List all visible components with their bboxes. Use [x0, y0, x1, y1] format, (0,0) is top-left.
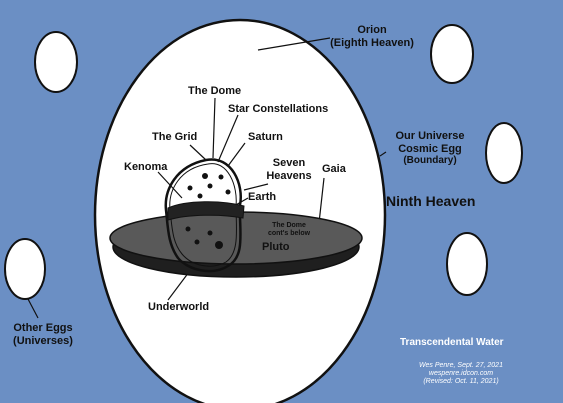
saturn-pointer [227, 142, 246, 167]
earth-band [167, 201, 245, 221]
other-egg-icon-top-right [430, 24, 474, 84]
credit-author-date: Wes Penre, Sept. 27, 2021 [419, 362, 503, 369]
orion-pointer [257, 37, 331, 51]
other-eggs-pointer [27, 298, 39, 319]
kenoma-label: Kenoma [124, 161, 168, 173]
constellations-pointer [217, 114, 239, 163]
dome-cont-line-1: The Dome [272, 222, 306, 229]
planet-icon [194, 239, 200, 245]
our-universe-label: Our Universe Cosmic Egg (Boundary) [380, 130, 480, 167]
other-egg-icon-bottom-right [446, 232, 488, 296]
cosmic-egg-title: Cosmic Egg [398, 142, 462, 155]
dome-cont-line-2: cont's below [267, 230, 311, 238]
star-dot-icon [197, 193, 203, 199]
the-grid-label: The Grid [152, 131, 198, 143]
star-dot-icon [187, 185, 193, 191]
earth-label: Earth [248, 191, 277, 203]
star-dot-icon [225, 189, 231, 195]
transcendental-water-label: Transcendental Water [400, 337, 504, 348]
star-dot-icon [218, 174, 224, 180]
cosmic-egg-pointer [379, 151, 387, 157]
planet-icon [185, 226, 191, 232]
eighth-heaven-title: (Eighth Heaven) [330, 36, 414, 49]
orion-title: Orion [357, 24, 387, 36]
planet-icon [207, 230, 213, 236]
ninth-heaven-label: Ninth Heaven [386, 193, 476, 209]
saturn-label: Saturn [248, 131, 283, 143]
orion-label: Orion (Eighth Heaven) [328, 24, 416, 49]
heavens-title: Heavens [266, 169, 312, 182]
gaia-label: Gaia [322, 163, 346, 175]
pluto-planet-icon [215, 241, 223, 249]
dome-grid-sphere [164, 158, 242, 273]
other-egg-icon-bottom-left [4, 238, 46, 300]
star-constellations-label: Star Constellations [228, 103, 329, 115]
grid-boundary-inner [169, 163, 238, 267]
credits-block: Wes Penre, Sept. 27, 2021 wespenre.idcon… [396, 362, 526, 386]
star-dot-icon [202, 173, 208, 179]
our-universe-title: Our Universe [395, 130, 465, 142]
other-egg-icon-top-left [34, 31, 78, 93]
seven-title: Seven [272, 157, 306, 169]
seven-heavens-pointer [243, 183, 269, 191]
credit-revised: (Revised: Oct. 11, 2021) [423, 378, 499, 386]
underworld-label: Underworld [148, 301, 210, 313]
other-eggs-title: Other Eggs [13, 322, 73, 334]
grid-pointer [189, 144, 207, 161]
seven-heavens-label: Seven Heavens [258, 157, 320, 182]
credit-website: wespenre.idcon.com [428, 370, 494, 378]
boundary-title: (Boundary) [403, 155, 457, 167]
dome-pointer [212, 97, 216, 159]
star-dot-icon [207, 183, 213, 189]
other-egg-icon-right-middle [485, 122, 523, 184]
pluto-label: Pluto [262, 241, 290, 253]
dome-continues-label: The Dome cont's below [254, 222, 324, 238]
other-eggs-label: Other Eggs (Universes) [2, 322, 84, 347]
universes-title: (Universes) [13, 334, 73, 347]
the-dome-label: The Dome [188, 85, 242, 97]
